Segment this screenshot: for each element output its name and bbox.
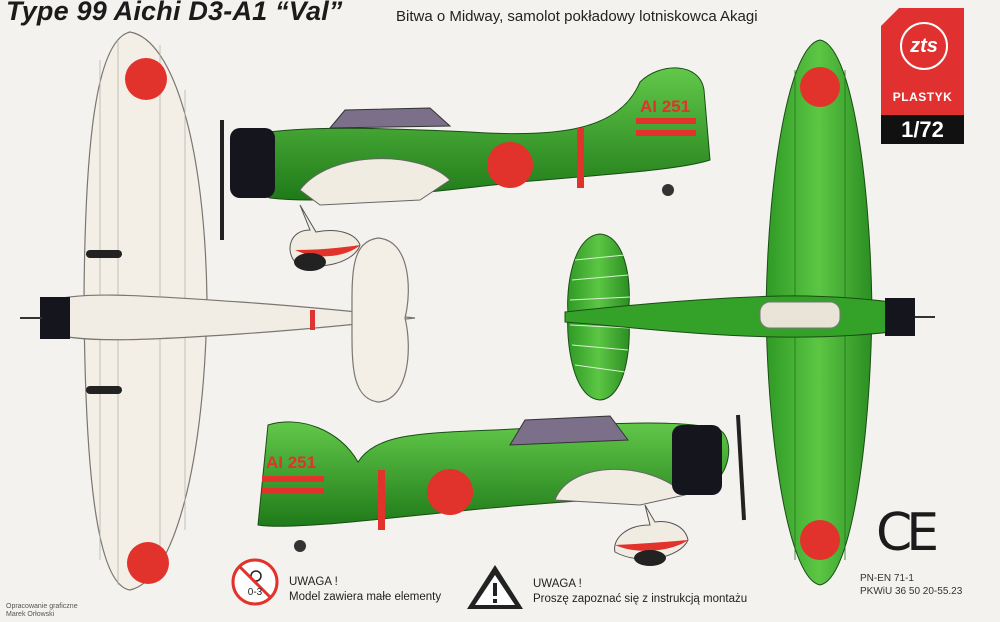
side-view-right: AI 251 (220, 67, 711, 271)
hinomaru-side-top (487, 142, 533, 188)
age-warning: UWAGA ! Model zawiera małe elementy (289, 575, 441, 605)
hinomaru-top-upper (800, 67, 840, 107)
underside-tailplane (351, 237, 409, 403)
pkwiu-code: PKWiU 36 50 20-55.23 (860, 586, 963, 597)
side-fuselage-bottom (257, 421, 730, 527)
tail-code-stripes-bottom (262, 476, 324, 494)
scale-label: 1/72 (881, 115, 964, 144)
instructions-warning-heading: UWAGA ! (533, 578, 582, 590)
age-warning-heading: UWAGA ! (289, 576, 338, 588)
fuselage-band-top (577, 128, 584, 188)
top-view (564, 39, 935, 586)
logo-red-panel: zts PLASTYK (881, 8, 964, 115)
side-canopy-bottom (509, 415, 629, 446)
side-view-left: AI 251 (257, 414, 746, 566)
underside-fuselage (44, 294, 416, 341)
age-symbol: 0-3 (248, 587, 263, 598)
instructions-warning: UWAGA ! Proszę zapoznać się z instrukcją… (533, 577, 747, 607)
standards-info: PN-EN 71-1 PKWiU 36 50 20-55.23 (860, 572, 962, 598)
instructions-warning-text: Proszę zapoznać się z instrukcją montażu (533, 593, 748, 605)
logo-mark: zts (900, 22, 948, 70)
propeller-bottom (736, 414, 746, 521)
hinomaru-side-bottom (427, 469, 473, 515)
underside-cowling (40, 297, 70, 339)
side-cowling-bottom (672, 425, 722, 495)
fuselage-band-bottom (378, 470, 385, 530)
underside-fixed-gear-upper (86, 250, 122, 258)
page-title: Type 99 Aichi D3-A1 “Val” (6, 0, 343, 26)
age-warning-text: Model zawiera małe elementy (289, 591, 442, 603)
credit-line-1: Opracowanie graficzne (6, 603, 78, 610)
tail-code-top: AI 251 (640, 97, 690, 116)
page-subtitle: Bitwa o Midway, samolot pokładowy lotnis… (396, 8, 758, 25)
top-cowling (885, 298, 915, 336)
side-wing-top (299, 158, 451, 206)
ce-mark: CE (876, 503, 939, 563)
credit-line-2: Marek Orłowski (6, 611, 55, 618)
standard-code: PN-EN 71-1 (860, 573, 914, 584)
hinomaru-underside-top (125, 58, 167, 100)
top-canopy (759, 301, 841, 329)
side-canopy-top (328, 107, 452, 129)
logo-brand: PLASTYK (892, 90, 953, 104)
graphic-credit: Opracowanie graficzne Marek Orłowski (6, 603, 78, 619)
side-cowling-top (230, 128, 275, 198)
age-warning-sign: 0-3 (230, 557, 280, 612)
plastyk-logo: zts PLASTYK 1/72 (881, 8, 964, 144)
underside-view (20, 31, 416, 591)
underside-fixed-gear-lower (86, 386, 122, 394)
hinomaru-top-lower (800, 520, 840, 560)
hinomaru-underside-bottom (127, 542, 169, 584)
tail-code-bottom: AI 251 (266, 453, 316, 472)
tail-code-stripes-top (636, 118, 696, 136)
caution-triangle-icon (465, 563, 525, 616)
